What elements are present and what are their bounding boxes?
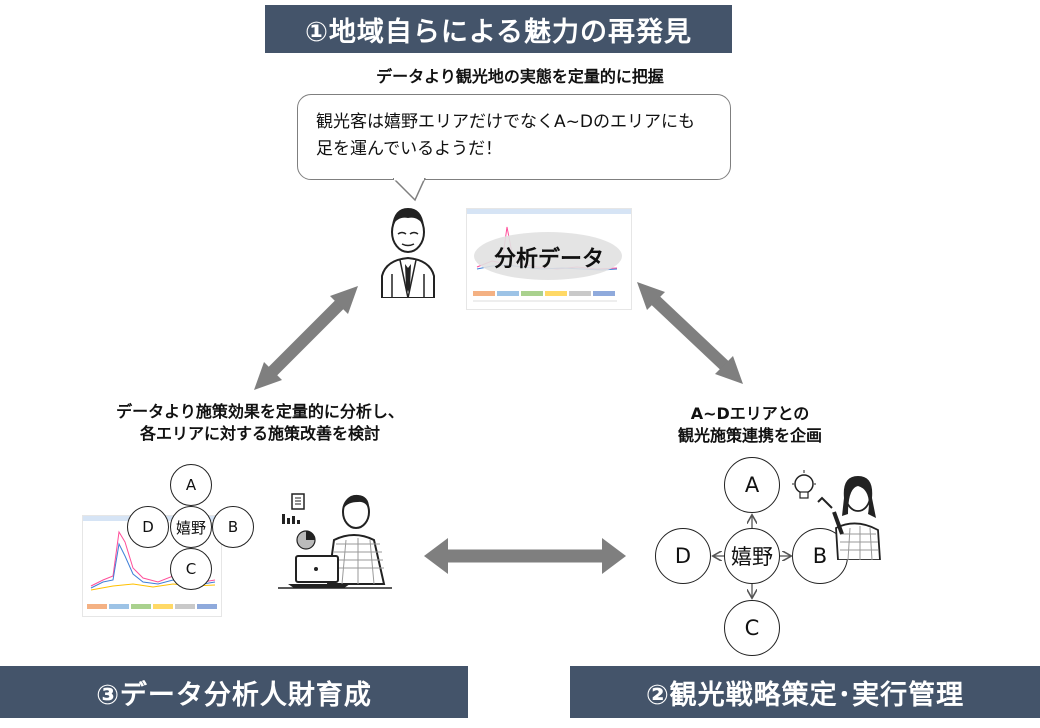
woman-with-lightbulb-icon bbox=[792, 470, 881, 560]
speech-bubble: 観光客は嬉野エリアだけでなくA~Dのエリアにも 足を運んでいるようだ！ bbox=[297, 94, 731, 180]
left-cluster-area-d: D bbox=[127, 506, 169, 548]
speech-line2: 足を運んでいるようだ！ bbox=[316, 139, 503, 159]
bar-chart-icon bbox=[282, 514, 300, 524]
double-arrow-left-diagonal bbox=[254, 286, 358, 390]
caption-left-line2: 各エリアに対する施策改善を検討 bbox=[139, 424, 380, 443]
speech-bubble-tail bbox=[393, 178, 426, 202]
left-cluster-area-a: A bbox=[170, 464, 212, 506]
lightbulb-icon bbox=[792, 470, 816, 499]
caption-left-line1: データより施策効果を定量的に分析し、 bbox=[116, 402, 404, 421]
double-arrow-horizontal bbox=[424, 538, 626, 574]
banner-data-talent: ③データ分析人財育成 bbox=[0, 666, 468, 718]
right-cluster-ureshino: 嬉野 bbox=[724, 528, 780, 584]
caption-top: データより観光地の実態を定量的に把握 bbox=[376, 67, 664, 86]
banner-rediscovery: ①地域自らによる魅力の再発見 bbox=[265, 5, 732, 53]
caption-right-line1: A~Dエリアとの bbox=[690, 404, 810, 423]
analyst-at-laptop-icon bbox=[278, 493, 392, 589]
pie-chart-icon bbox=[296, 530, 316, 550]
left-cluster-ureshino: 嬉野 bbox=[170, 506, 212, 548]
businessman-icon bbox=[381, 208, 435, 298]
right-cluster-area-a: A bbox=[724, 457, 780, 513]
left-cluster-area-c: C bbox=[170, 548, 212, 590]
right-cluster-area-d: D bbox=[655, 528, 711, 584]
caption-right: A~Dエリアとの 観光施策連携を企画 bbox=[610, 403, 890, 447]
banner-strategy: ②観光戦略策定･実行管理 bbox=[570, 666, 1040, 718]
caption-right-line2: 観光施策連携を企画 bbox=[677, 426, 822, 445]
analysis-label-backdrop bbox=[474, 232, 622, 280]
right-cluster-area-c: C bbox=[724, 600, 780, 656]
caption-left: データより施策効果を定量的に分析し、 各エリアに対する施策改善を検討 bbox=[60, 401, 460, 445]
analysis-data-label: 分析データ bbox=[494, 247, 605, 272]
speech-line1: 観光客は嬉野エリアだけでなくA~Dのエリアにも bbox=[316, 112, 695, 132]
double-arrow-right-diagonal bbox=[637, 282, 743, 384]
left-cluster-area-b: B bbox=[212, 506, 254, 548]
